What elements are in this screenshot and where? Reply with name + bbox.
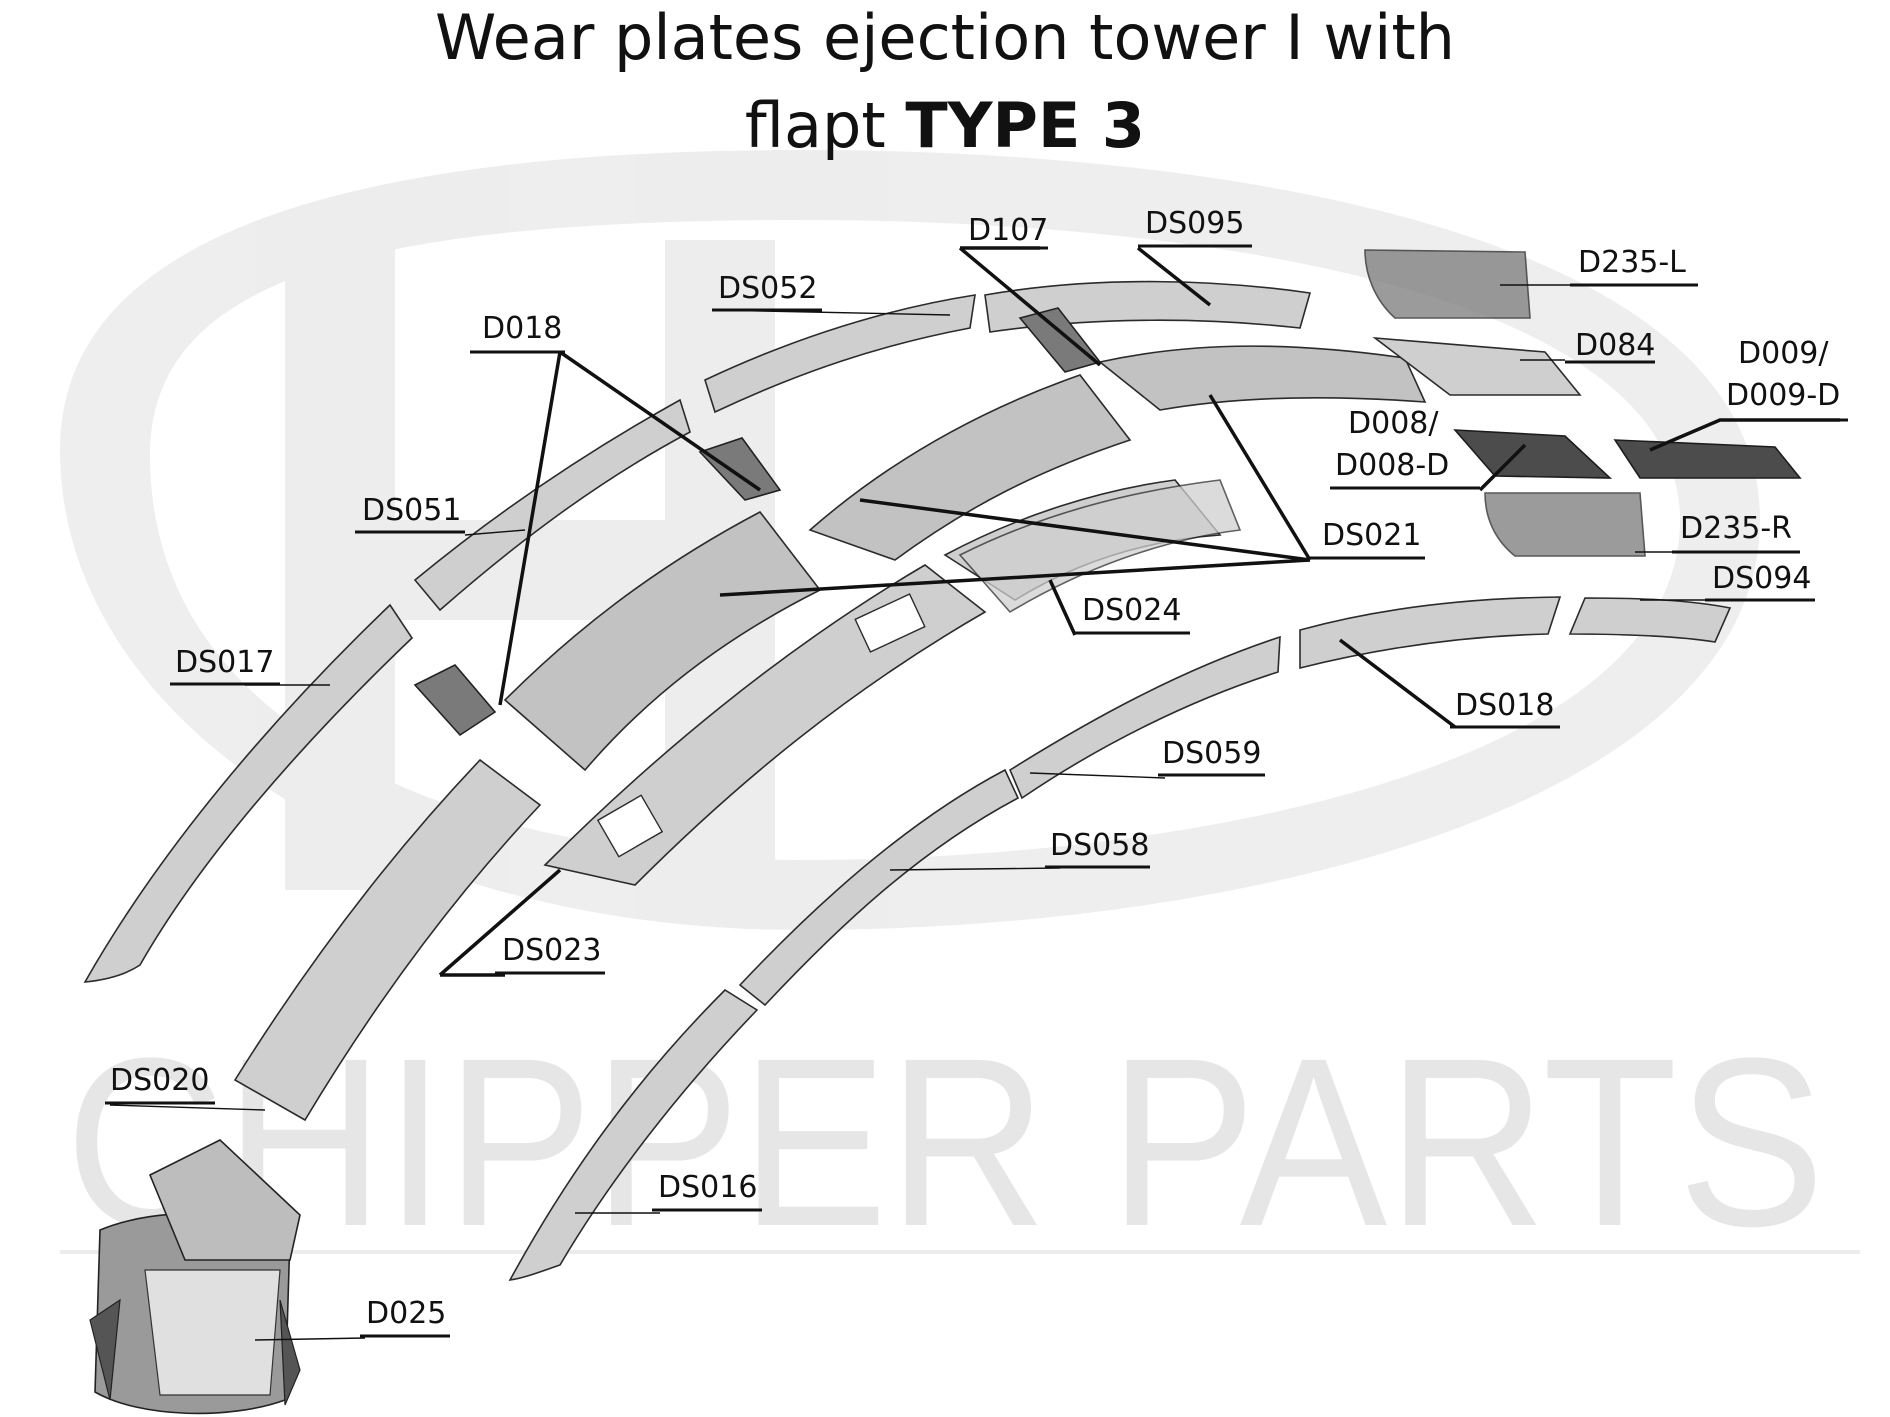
svg-text:D235-R: D235-R <box>1680 511 1792 546</box>
label-ds051: DS051 <box>355 493 465 534</box>
svg-text:D009-D: D009-D <box>1726 378 1840 413</box>
part-d025 <box>89 1139 301 1415</box>
leader-ds023 <box>438 868 562 977</box>
label-d235-r: D235-R <box>1672 511 1800 554</box>
svg-text:D018: D018 <box>482 311 562 346</box>
label-ds058: DS058 <box>1045 828 1150 869</box>
leader-ds058 <box>889 867 1061 871</box>
svg-text:D008/: D008/ <box>1348 406 1439 441</box>
label-ds023: DS023 <box>495 933 605 975</box>
plate-ds023-hole-a <box>596 794 664 858</box>
label-d025: D025 <box>360 1296 450 1338</box>
leader-d008 <box>1478 443 1527 492</box>
svg-text:D008-D: D008-D <box>1335 448 1449 483</box>
leader-ds018 <box>1338 638 1457 729</box>
plate-d009 <box>1613 439 1802 479</box>
plate-ds018 <box>1299 596 1562 670</box>
label-d107: D107 <box>960 213 1048 250</box>
svg-text:DS051: DS051 <box>362 493 461 528</box>
svg-text:DS095: DS095 <box>1145 206 1244 241</box>
plate-d008 <box>1453 429 1613 479</box>
label-ds020: DS020 <box>105 1063 215 1105</box>
plate-ds059 <box>1008 635 1281 800</box>
label-ds018: DS018 <box>1450 688 1560 729</box>
svg-text:D009/: D009/ <box>1738 336 1829 371</box>
plate-d235-r <box>1484 492 1646 557</box>
svg-text:DS052: DS052 <box>718 271 817 306</box>
plate-ds051 <box>413 398 691 612</box>
leader-ds020 <box>109 1104 266 1111</box>
plate-ds020 <box>233 758 542 1122</box>
leader-d025 <box>254 1337 366 1341</box>
leader-ds021 <box>719 394 1312 597</box>
plate-d018-b <box>413 664 497 737</box>
plate-ds021-top <box>1098 345 1427 411</box>
svg-text:DS017: DS017 <box>175 645 274 680</box>
svg-text:D025: D025 <box>366 1296 446 1331</box>
svg-text:D084: D084 <box>1575 328 1655 363</box>
plate-ds058 <box>738 768 1020 1007</box>
plate-ds017 <box>83 603 414 983</box>
svg-text:DS016: DS016 <box>658 1170 757 1205</box>
plate-d235-l <box>1364 249 1531 319</box>
label-d084: D084 <box>1565 328 1655 364</box>
leader-ds059 <box>1029 772 1166 779</box>
title-plain-text: flapt <box>744 89 886 162</box>
svg-text:DS058: DS058 <box>1050 828 1149 863</box>
label-ds017: DS017 <box>170 645 280 686</box>
plate-ds024 <box>958 479 1242 614</box>
leader-ds024 <box>1048 579 1077 636</box>
label-d009: D009/ D009-D <box>1720 336 1848 422</box>
svg-text:DS059: DS059 <box>1162 736 1261 771</box>
leader-ds095 <box>1136 246 1212 307</box>
label-ds016: DS016 <box>652 1170 762 1212</box>
plate-ds023-hole-b <box>854 593 926 653</box>
plate-ds016 <box>508 988 759 1282</box>
label-d235-l: D235-L <box>1570 245 1698 287</box>
watermark-rule <box>60 1250 1860 1254</box>
svg-text:DS018: DS018 <box>1455 688 1554 723</box>
leader-d018 <box>498 350 761 706</box>
watermark-text: CHIPPER PARTS <box>65 1008 1825 1276</box>
label-ds024: DS024 <box>1075 593 1190 635</box>
plate-d084 <box>1372 336 1582 396</box>
label-ds094: DS094 <box>1705 561 1815 602</box>
svg-text:DS021: DS021 <box>1322 518 1421 553</box>
plate-ds052 <box>704 294 976 414</box>
title-type-bold: TYPE 3 <box>905 89 1146 162</box>
label-ds095: DS095 <box>1138 206 1252 248</box>
label-ds021: DS021 <box>1310 518 1425 560</box>
diagram-title-line2: flapt TYPE 3 <box>0 88 1890 163</box>
svg-text:DS020: DS020 <box>110 1063 209 1098</box>
diagram-title-line1: Wear plates ejection tower I with <box>435 1 1455 74</box>
plate-ds021-mid <box>808 374 1132 561</box>
plate-ds094 <box>1568 597 1732 643</box>
svg-text:DS023: DS023 <box>502 933 601 968</box>
label-ds059: DS059 <box>1158 736 1265 777</box>
leader-ds051 <box>464 529 526 536</box>
svg-text:DS094: DS094 <box>1712 561 1811 596</box>
svg-text:D107: D107 <box>968 213 1048 248</box>
plate-d107 <box>1018 307 1102 373</box>
plate-d018-a <box>698 437 782 501</box>
svg-text:DS024: DS024 <box>1082 593 1181 628</box>
label-d008: D008/ D008-D <box>1330 406 1480 490</box>
svg-text:D235-L: D235-L <box>1578 245 1686 280</box>
label-ds052: DS052 <box>712 271 822 312</box>
label-d018: D018 <box>470 311 565 354</box>
